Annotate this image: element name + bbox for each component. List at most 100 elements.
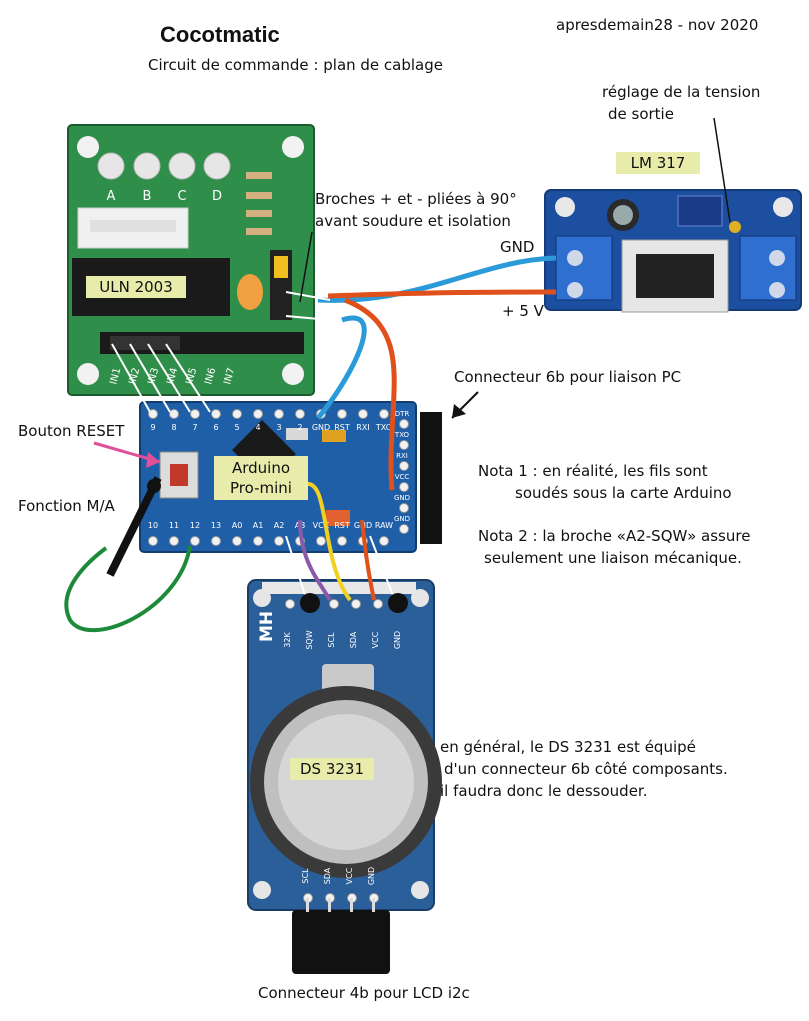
uln-input-in6: IN6 <box>203 367 218 386</box>
reglage-note-line1: réglage de la tension <box>602 83 761 101</box>
arduino-top-pin-label: 3 <box>276 423 281 432</box>
gnd-solder-point <box>388 593 408 613</box>
ds-bottom-pin-label: SDA <box>323 867 332 884</box>
arduino-top-pin-label: 4 <box>255 423 260 432</box>
arduino-top-pin-label: 6 <box>213 423 218 432</box>
ds-top-pin-hole <box>373 599 383 609</box>
arduino-bottom-pin-hole <box>169 536 179 546</box>
plus5v-wire-lm317 <box>327 289 557 299</box>
ds-top-pin-label: SQW <box>305 630 314 649</box>
arduino-right-pin-hole <box>399 419 409 429</box>
uln-input-in1: IN1 <box>108 367 123 386</box>
arduino-right-pin-hole <box>399 503 409 513</box>
author-date: apresdemain28 - nov 2020 <box>556 16 759 34</box>
arduino-top-pin-hole <box>148 409 158 419</box>
arduino-label: Arduino Pro-mini <box>214 456 308 500</box>
bouton-reset-label: Bouton RESET <box>18 422 125 440</box>
uln-control-wires <box>111 343 211 413</box>
arduino-bottom-pin-label: 11 <box>169 521 179 530</box>
led-label-a: A <box>107 189 116 204</box>
led-label-d: D <box>212 189 222 204</box>
uln2003-label: ULN 2003 <box>86 276 186 298</box>
arduino-bottom-pin-hole <box>379 536 389 546</box>
gnd-label: GND <box>500 238 535 256</box>
ds-note-line2: d'un connecteur 6b côté composants. <box>444 760 728 778</box>
arduino-bottom-pin-label: A0 <box>232 521 243 530</box>
lcd-i2c-connector <box>292 910 390 974</box>
ds-top-pin-label: GND <box>393 631 402 649</box>
scl-purple-wire <box>298 519 332 602</box>
arduino-right-pin-label: GND <box>394 494 410 502</box>
arduino-right-pin-label: DTR <box>395 410 410 418</box>
arduino-top-pin-hole <box>169 409 179 419</box>
arduino-label-line2: Pro-mini <box>230 479 292 497</box>
arduino-top-pin-hole <box>379 409 389 419</box>
arduino-bottom-pin-label: RAW <box>375 521 393 530</box>
arduino-bottom-pin-label: A2 <box>274 521 285 530</box>
arduino-top-pin-label: 2 <box>297 423 302 432</box>
arduino-top-pin-hole <box>253 409 263 419</box>
arduino-top-pin-label: 8 <box>171 423 176 432</box>
broches-note-line1: Broches + et - pliées à 90° <box>315 190 517 208</box>
ds-top-pin-label: SCL <box>327 632 336 648</box>
arduino-top-pin-hole <box>190 409 200 419</box>
fonction-ma-label: Fonction M/A <box>18 497 115 515</box>
ds-top-pin-label: SDA <box>349 631 358 648</box>
arduino-top-pin-label: RST <box>334 423 350 432</box>
ds-bottom-pin-label: VCC <box>345 867 354 884</box>
arduino-top-pin-label: 7 <box>192 423 197 432</box>
arduino-top-pin-hole <box>295 409 305 419</box>
switch-lead <box>106 476 162 577</box>
lcd-connector-pins <box>306 898 375 912</box>
arduino-right-pin-label: RXI <box>396 452 408 460</box>
arduino-right-pin-label: TXO <box>394 431 410 439</box>
arduino-bottom-pin-label: A1 <box>253 521 264 530</box>
arduino-label-line1: Arduino <box>231 459 291 477</box>
gnd-wire-arduino <box>316 315 367 420</box>
ds-bent-leads <box>285 535 395 599</box>
arduino-bottom-pin-label: RST <box>334 521 350 530</box>
ds-note-line3: il faudra donc le dessouder. <box>440 782 648 800</box>
sqw-solder-point <box>300 593 320 613</box>
sda-yellow-wire <box>305 481 352 602</box>
ds-bottom-pin-label: GND <box>367 867 376 885</box>
plus5v-label: + 5 V <box>502 302 544 320</box>
green-switch-wire <box>64 545 192 632</box>
nota2-line1: Nota 2 : la broche «A2-SQW» assure <box>478 527 751 545</box>
arduino-right-pin-label: VCC <box>395 473 410 481</box>
reglage-pointer <box>713 117 731 223</box>
led-label-b: B <box>143 189 152 204</box>
arduino-right-pin-hole <box>399 524 409 534</box>
diagram-subtitle: Circuit de commande : plan de cablage <box>148 56 443 74</box>
ds-top-pin-label: 32K <box>283 632 292 648</box>
arduino-bottom-pin-hole <box>316 536 326 546</box>
vcc-red-wire <box>360 519 376 601</box>
arduino-right-pin-hole <box>399 461 409 471</box>
ds3231-label: DS 3231 <box>290 758 374 780</box>
bent-pins <box>285 291 331 321</box>
reglage-note-line2: de sortie <box>608 105 674 123</box>
uln-input-in5: IN5 <box>184 367 199 386</box>
broches-note-line2: avant soudure et isolation <box>315 212 511 230</box>
arduino-top-pin-hole <box>337 409 347 419</box>
nota1-line2: soudés sous la carte Arduino <box>515 484 732 502</box>
arduino-right-pin-hole <box>399 482 409 492</box>
ds-top-pin-label: VCC <box>371 631 380 648</box>
uln-input-in3: IN3 <box>146 367 161 386</box>
arduino-top-pin-hole <box>211 409 221 419</box>
ds-top-pin-hole <box>351 599 361 609</box>
ds-bottom-pin-label: SCL <box>301 868 310 884</box>
nota2-line2: seulement une liaison mécanique. <box>484 549 742 567</box>
ds-top-pin-hole <box>285 599 295 609</box>
arduino-bottom-pin-label: 13 <box>211 521 221 530</box>
uln-input-in7: IN7 <box>222 367 237 386</box>
uln-input-in2: IN2 <box>127 367 142 386</box>
diagram-title: Cocotmatic <box>160 22 280 47</box>
led-label-c: C <box>177 189 186 204</box>
ds3231-board <box>247 579 442 911</box>
arduino-right-pin-hole <box>399 440 409 450</box>
lm317-label: LM 317 <box>616 152 700 174</box>
lm317-board <box>544 189 802 313</box>
arduino-bottom-pin-hole <box>148 536 158 546</box>
arduino-bottom-pin-hole <box>274 536 284 546</box>
